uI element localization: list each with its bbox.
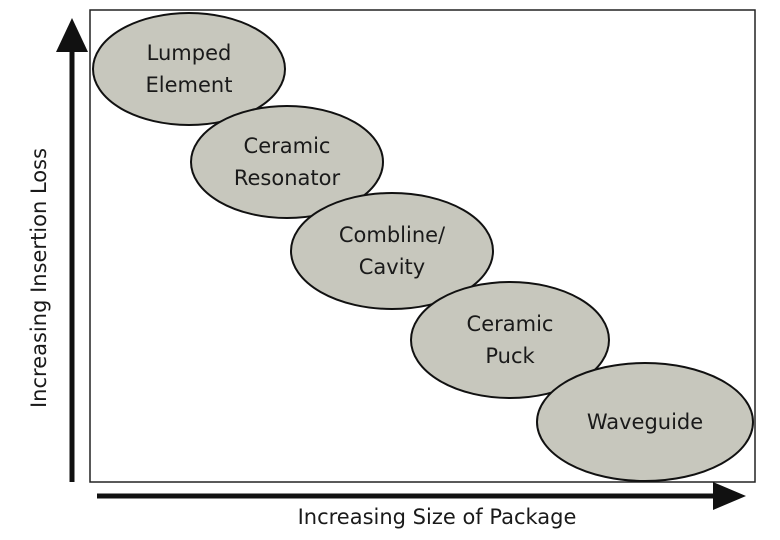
y-axis-label: Increasing Insertion Loss bbox=[27, 148, 51, 408]
technology-label-line: Cavity bbox=[359, 255, 425, 279]
technology-label-line: Combline/ bbox=[339, 223, 446, 247]
technology-label-line: Puck bbox=[485, 344, 535, 368]
technology-label-line: Lumped bbox=[147, 41, 232, 65]
technology-label-line: Waveguide bbox=[587, 410, 703, 434]
technology-label-line: Ceramic bbox=[467, 312, 554, 336]
technology-ellipse bbox=[410, 281, 610, 399]
technology-node: Waveguide bbox=[536, 362, 754, 482]
technology-ellipse bbox=[536, 362, 754, 482]
technology-label-line: Ceramic bbox=[244, 134, 331, 158]
technology-ellipse bbox=[290, 192, 494, 310]
technology-ellipse bbox=[92, 12, 286, 126]
technology-nodes: LumpedElementCeramicResonatorCombline/Ca… bbox=[92, 12, 754, 482]
technology-node: Combline/Cavity bbox=[290, 192, 494, 310]
y-axis-arrow-head bbox=[56, 18, 88, 52]
technology-ellipse bbox=[190, 105, 384, 219]
x-axis-arrow-head bbox=[713, 482, 746, 510]
technology-label-line: Resonator bbox=[234, 166, 341, 190]
technology-label-line: Element bbox=[146, 73, 233, 97]
x-axis-label: Increasing Size of Package bbox=[298, 505, 577, 529]
